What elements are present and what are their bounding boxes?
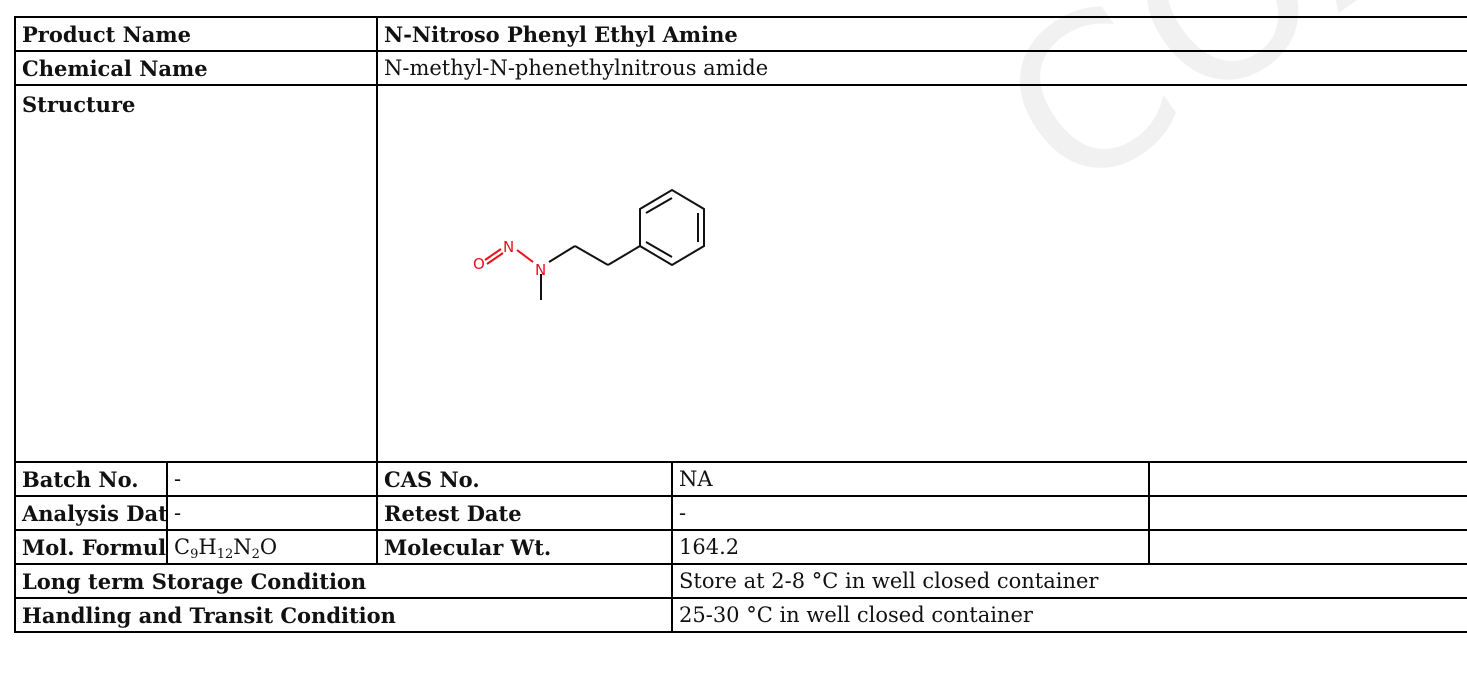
row-chemical-name: Chemical Name N-methyl-N-phenethylnitrou… [14, 50, 1467, 86]
row-storage: Long term Storage Condition Store at 2-8… [14, 563, 1467, 599]
formula-h: H [198, 535, 217, 559]
mol-formula-label: Mol. Formula [14, 529, 168, 565]
cas-no-empty [1147, 461, 1467, 497]
handling-value: 25-30 °C in well closed container [670, 597, 1467, 633]
formula-c-count: 9 [190, 547, 199, 562]
bond-n-n [516, 249, 534, 263]
storage-label: Long term Storage Condition [14, 563, 673, 599]
analysis-date-value: - [166, 495, 378, 531]
cas-no-label: CAS No. [376, 461, 673, 497]
formula-c: C [174, 535, 191, 559]
structure-diagram: O N N [473, 188, 705, 300]
cas-no-value: NA [671, 461, 1150, 497]
chemical-name-value: N-methyl-N-phenethylnitrous amide [375, 50, 1467, 86]
chemical-name-label: Chemical Name [14, 50, 378, 86]
formula-n-count: 2 [251, 547, 260, 562]
row-formula-weight: Mol. Formula C9H12N2O Molecular Wt. 164.… [14, 529, 1467, 565]
coa-table: Product Name N-Nitroso Phenyl Ethyl Amin… [14, 16, 1467, 633]
row-handling: Handling and Transit Condition 25-30 °C … [14, 597, 1467, 633]
row-dates: Analysis Date - Retest Date - [14, 495, 1467, 531]
handling-label: Handling and Transit Condition [14, 597, 673, 633]
formula-o: O [259, 535, 278, 559]
molecular-wt-label: Molecular Wt. [376, 529, 673, 565]
bond-n-o-1 [484, 248, 502, 261]
product-name-label: Product Name [14, 16, 378, 52]
product-name-value: N-Nitroso Phenyl Ethyl Amine [375, 16, 1467, 52]
mol-formula-value: C9H12N2O [166, 529, 378, 565]
bond-ch2-ring [607, 245, 641, 266]
structure-label: Structure [14, 84, 378, 463]
ring-double-bond-3 [645, 241, 673, 258]
batch-no-value: - [166, 461, 378, 497]
molecular-wt-empty [1147, 529, 1467, 565]
storage-value: Store at 2-8 °C in well closed container [670, 563, 1467, 599]
batch-no-label: Batch No. [14, 461, 168, 497]
retest-date-empty [1147, 495, 1467, 531]
atom-nitrogen-amine: N [535, 261, 546, 279]
molecular-wt-value: 164.2 [671, 529, 1150, 565]
bond-ch2-ch2 [574, 245, 609, 266]
formula-h-count: 12 [216, 547, 234, 562]
row-batch-cas: Batch No. - CAS No. NA [14, 461, 1467, 497]
atom-oxygen: O [473, 255, 485, 273]
ring-double-bond-1 [645, 197, 673, 214]
retest-date-value: - [671, 495, 1150, 531]
retest-date-label: Retest Date [376, 495, 673, 531]
bond-n-o-2 [486, 252, 504, 265]
row-structure: Structure [14, 84, 1467, 463]
benzene-ring [639, 188, 705, 267]
analysis-date-label: Analysis Date [14, 495, 168, 531]
row-product-name: Product Name N-Nitroso Phenyl Ethyl Amin… [14, 16, 1467, 52]
formula-n: N [233, 535, 252, 559]
bond-n-ch2 [548, 245, 576, 263]
structure-image-cell: O N N [375, 84, 1467, 463]
atom-nitrogen-nitroso: N [503, 238, 514, 256]
